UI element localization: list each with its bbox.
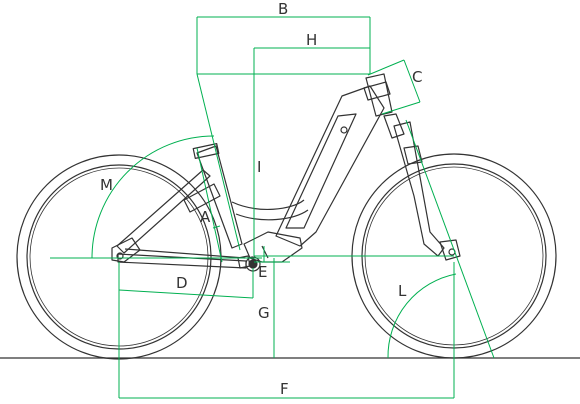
chain-stay (117, 253, 247, 269)
label-h: H (306, 31, 317, 49)
label-f: F (280, 380, 289, 398)
head-tube (365, 73, 393, 117)
label-m: M (100, 176, 113, 194)
label-g: G (258, 304, 270, 322)
bike-frame (111, 73, 461, 272)
seat-stay (116, 169, 211, 254)
seat-stay-bridge (183, 183, 221, 213)
battery (285, 113, 357, 229)
down-tube (275, 85, 385, 247)
fork (393, 121, 445, 257)
label-d: D (176, 274, 188, 292)
label-a: A (200, 208, 211, 226)
label-b: B (278, 0, 288, 18)
dimension-labels: B H C I M A E D G L F (100, 0, 422, 398)
label-c: C (412, 68, 422, 86)
label-i: I (257, 158, 261, 176)
motor-housing (243, 231, 303, 263)
label-l: L (398, 282, 407, 300)
frame-curve (231, 199, 305, 210)
dimension-lines (50, 16, 495, 399)
label-e: E (258, 263, 267, 281)
seat-clamp (192, 143, 220, 159)
steerer (383, 113, 405, 139)
seat-tube (196, 145, 243, 249)
